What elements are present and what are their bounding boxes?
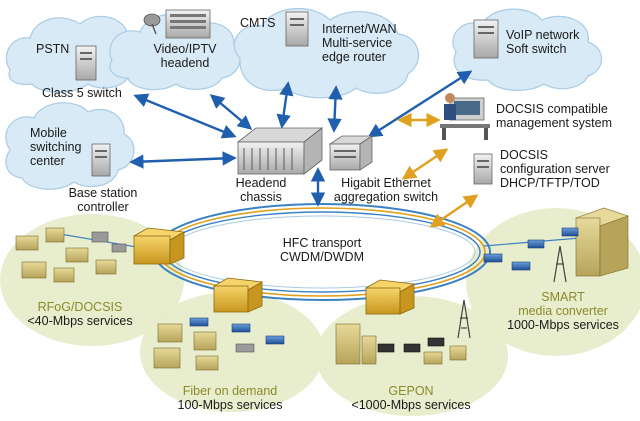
link-cmts-headend xyxy=(276,81,294,129)
label-hfc-transport: HFC transport CWDM/DWDM xyxy=(262,236,382,264)
label-agg-line2: aggregation switch xyxy=(333,190,439,204)
label-video-line1: Video/IPTV xyxy=(153,42,217,56)
label-wan-line1: Internet/WAN xyxy=(322,22,397,36)
label-bsc-line2: controller xyxy=(77,200,129,214)
link-voip-aggregation xyxy=(367,70,473,138)
label-config-line3: DHCP/TFTP/TOD xyxy=(500,176,600,190)
label-config-line1: DOCSIS xyxy=(500,148,548,162)
label-chassis-line2: chassis xyxy=(240,190,282,204)
segment-fod-area xyxy=(140,292,324,412)
aggregation-switch-icon xyxy=(328,135,374,171)
satellite-dish-icon xyxy=(143,13,161,35)
cell-tower-smart-icon xyxy=(553,245,567,283)
smart-building-icon xyxy=(575,207,629,277)
headend-chassis-icon xyxy=(236,127,324,175)
smart-media-converters-icon xyxy=(483,227,579,271)
link-config-ring xyxy=(429,194,479,228)
label-segment-fod: Fiber on demand 100-Mbps services xyxy=(160,384,300,412)
link-wan-aggregation xyxy=(327,85,343,133)
voip-server-icon xyxy=(473,19,499,59)
label-gepon-service: <1000-Mbps services xyxy=(351,398,471,412)
label-bsc-line1: Base station xyxy=(68,186,138,200)
label-config-line2: configuration server xyxy=(500,162,610,176)
label-mobile-line3: center xyxy=(30,154,65,168)
label-segment-smart: SMART media converter 1000-Mbps services xyxy=(496,290,630,332)
olt-node-gepon-icon xyxy=(364,279,416,315)
label-wan-line2: Multi-service xyxy=(322,36,393,50)
label-rfog-name: RFoG/DOCSIS xyxy=(37,300,123,314)
cell-tower-gepon-icon xyxy=(457,299,471,339)
olt-node-rfog-icon xyxy=(132,227,186,265)
fod-buildings-icon xyxy=(153,317,285,371)
label-fod-service: 100-Mbps services xyxy=(177,398,283,412)
label-hfc-line1: HFC transport xyxy=(282,236,362,250)
link-video-headend xyxy=(209,94,253,130)
label-smart-service: 1000-Mbps services xyxy=(507,318,619,332)
label-mgmt-line2: management system xyxy=(496,116,613,130)
label-segment-gepon: GEPON <1000-Mbps services xyxy=(336,384,486,412)
label-pstn: PSTN xyxy=(36,42,70,56)
label-segment-rfog: RFoG/DOCSIS <40-Mbps services xyxy=(10,300,150,328)
label-fod-name: Fiber on demand xyxy=(182,384,278,398)
label-headend-chassis: Headend chassis xyxy=(226,176,296,204)
label-docsis-config: DOCSIS configuration server DHCP/TFTP/TO… xyxy=(500,148,610,190)
pstn-server-icon xyxy=(75,45,97,81)
label-voip-line2: Soft switch xyxy=(506,42,567,56)
label-hfc-line2: CWDM/DWDM xyxy=(279,250,364,264)
management-links xyxy=(397,112,479,228)
video-headend-server-icon xyxy=(165,9,211,39)
label-mobile-line1: Mobile xyxy=(30,126,67,140)
gepon-buildings-icon xyxy=(335,323,467,365)
base-station-server-icon xyxy=(91,143,111,177)
label-gepon-name: GEPON xyxy=(388,384,434,398)
label-smart-line2: media converter xyxy=(518,304,608,318)
label-internet-wan: Internet/WAN Multi-service edge router xyxy=(322,22,397,64)
label-video-line2: headend xyxy=(160,56,210,70)
label-mgmt-line1: DOCSIS compatible xyxy=(496,102,608,116)
operator-workstation-icon xyxy=(440,93,490,140)
label-aggregation-switch: Higabit Ethernet aggregation switch xyxy=(324,176,448,204)
label-class5-switch: Class 5 switch xyxy=(42,86,122,100)
rfog-buildings-icon xyxy=(15,227,127,283)
label-chassis-line1: Headend xyxy=(235,176,287,190)
label-agg-line1: Higabit Ethernet xyxy=(341,176,431,190)
label-docsis-management: DOCSIS compatible management system xyxy=(496,102,612,130)
link-management-config xyxy=(401,148,449,180)
label-mobile-line2: switching xyxy=(30,140,82,154)
label-voip-line1: VoIP network xyxy=(506,28,580,42)
label-base-station: Base station controller xyxy=(58,186,148,214)
label-rfog-service: <40-Mbps services xyxy=(27,314,133,328)
label-smart-line1: SMART xyxy=(541,290,585,304)
label-cmts: CMTS xyxy=(240,16,276,30)
link-mobile-headend xyxy=(129,151,237,169)
config-server-icon xyxy=(473,153,493,185)
olt-node-fod-icon xyxy=(212,277,264,313)
label-voip: VoIP network Soft switch xyxy=(506,28,579,56)
label-mobile-switching: Mobile switching center xyxy=(30,126,81,168)
label-video-headend: Video/IPTV headend xyxy=(140,42,230,70)
label-wan-line3: edge router xyxy=(322,50,386,64)
cmts-server-icon xyxy=(285,11,309,47)
